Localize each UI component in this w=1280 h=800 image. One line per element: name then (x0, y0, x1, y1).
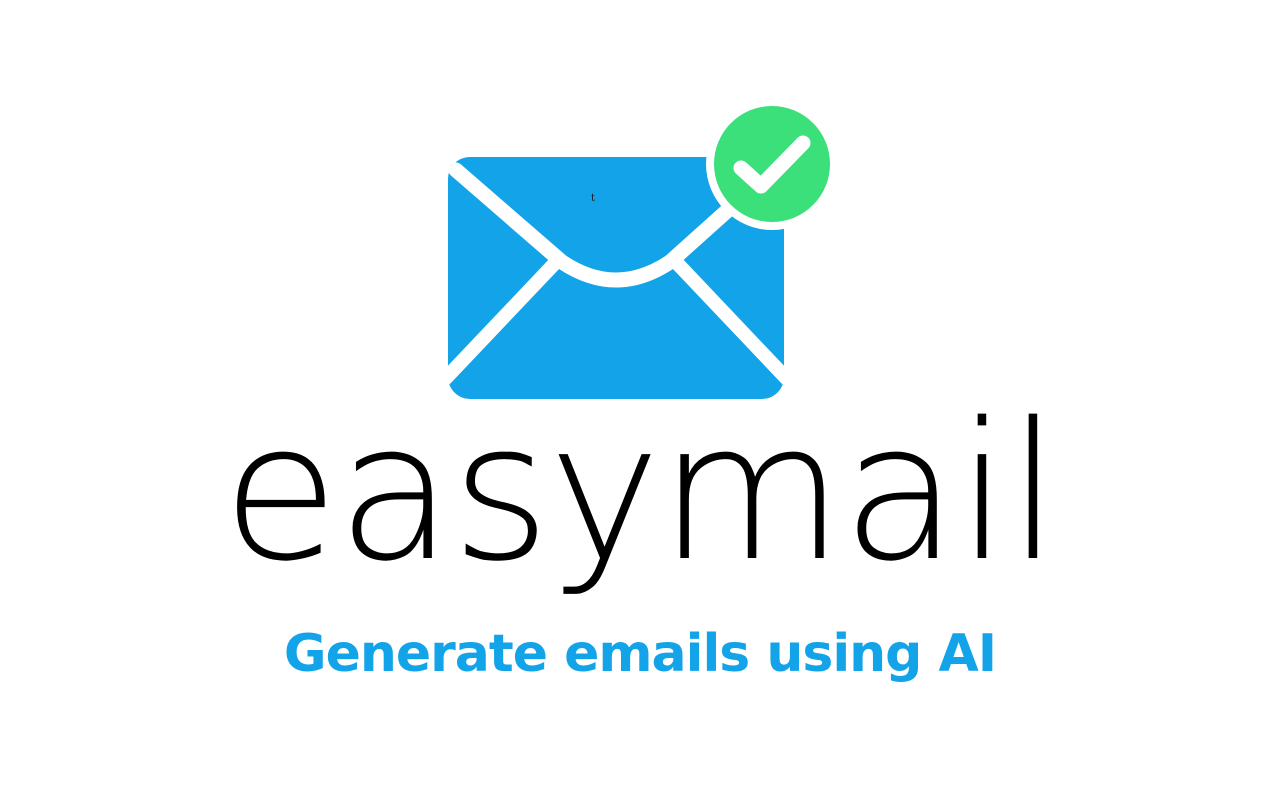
checkmark-icon (733, 135, 811, 194)
brand-wordmark: easymail (222, 382, 1060, 603)
envelope-left-fold-line (440, 255, 563, 385)
brand-tagline: Generate emails using AI (283, 624, 997, 684)
envelope-logo-icon (440, 100, 838, 399)
envelope-right-fold-line (669, 255, 793, 385)
envelope-flap-line (448, 162, 746, 288)
stray-mark: t (591, 193, 596, 204)
check-badge-circle (714, 106, 830, 222)
